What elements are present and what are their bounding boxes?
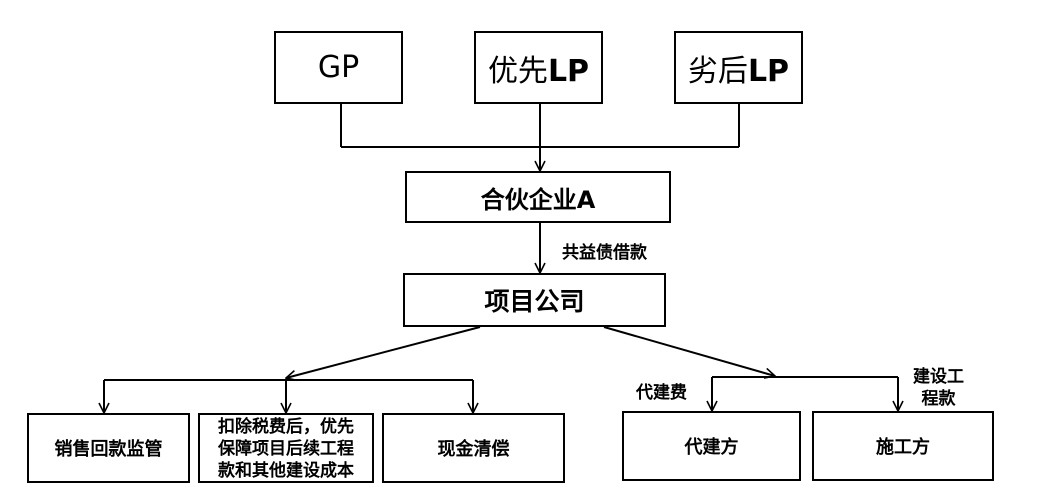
cash-repayment-node: 现金清偿 [382, 413, 565, 483]
sales-supervision-node: 销售回款监管 [27, 413, 190, 483]
junior-lp-cn-label: 劣后 [687, 53, 748, 89]
arrow-to-right-bracket [603, 326, 775, 376]
agent-fee-label: 代建费 [636, 383, 687, 403]
sales-supervision-label: 销售回款监管 [54, 439, 163, 460]
gp-node: GP [274, 31, 403, 104]
partnership-node: 合伙企业A [405, 171, 671, 223]
priority-guarantee-node: 扣除税费后，优先 保障项目后续工程 款和其他建设成本 [198, 413, 374, 483]
project-company-node: 项目公司 [403, 273, 666, 327]
gp-label: GP [317, 50, 360, 85]
agent-builder-node: 代建方 [622, 411, 801, 481]
priority-lp-en-label: LP [547, 53, 590, 89]
construction-payment-label: 建设工 程款 [913, 366, 964, 410]
arrow-to-left-bracket [286, 326, 481, 378]
project-company-label: 项目公司 [484, 287, 585, 316]
partnership-en-label: A [576, 185, 596, 214]
junior-lp-en-label: LP [747, 53, 790, 89]
partnership-cn-label: 合伙企业 [480, 185, 577, 214]
priority-guarantee-line-2: 保障项目后续工程 [218, 439, 354, 459]
construction-payment-line-2: 程款 [921, 389, 956, 409]
priority-guarantee-line-1: 扣除税费后，优先 [218, 417, 354, 437]
priority-guarantee-line-3: 款和其他建设成本 [218, 461, 354, 481]
junior-lp-node: 劣后LP [674, 31, 803, 104]
construction-party-label: 施工方 [876, 437, 930, 458]
construction-payment-line-1: 建设工 [913, 367, 964, 387]
construction-party-node: 施工方 [812, 411, 994, 481]
agent-builder-label: 代建方 [684, 437, 739, 458]
priority-lp-cn-label: 优先 [487, 53, 548, 89]
cash-repayment-label: 现金清偿 [437, 439, 510, 460]
equity-debt-label: 共益债借款 [562, 243, 647, 263]
priority-lp-node: 优先LP [474, 31, 603, 104]
